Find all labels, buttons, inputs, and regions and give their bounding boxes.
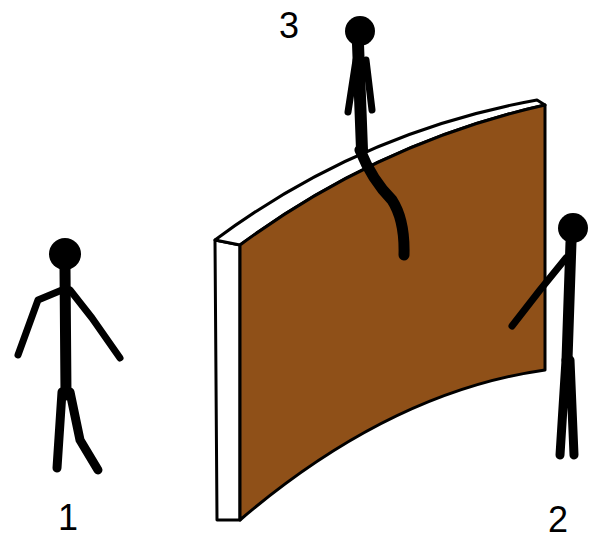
stick-figure: [18, 238, 120, 470]
wall-face: [240, 105, 545, 520]
wall-side: [215, 240, 240, 520]
stick-figure: [345, 16, 404, 255]
callout-number: 3: [279, 8, 299, 44]
stick-figure: [512, 213, 588, 455]
callout-number: 1: [58, 500, 78, 536]
callout-number: 2: [548, 502, 568, 538]
